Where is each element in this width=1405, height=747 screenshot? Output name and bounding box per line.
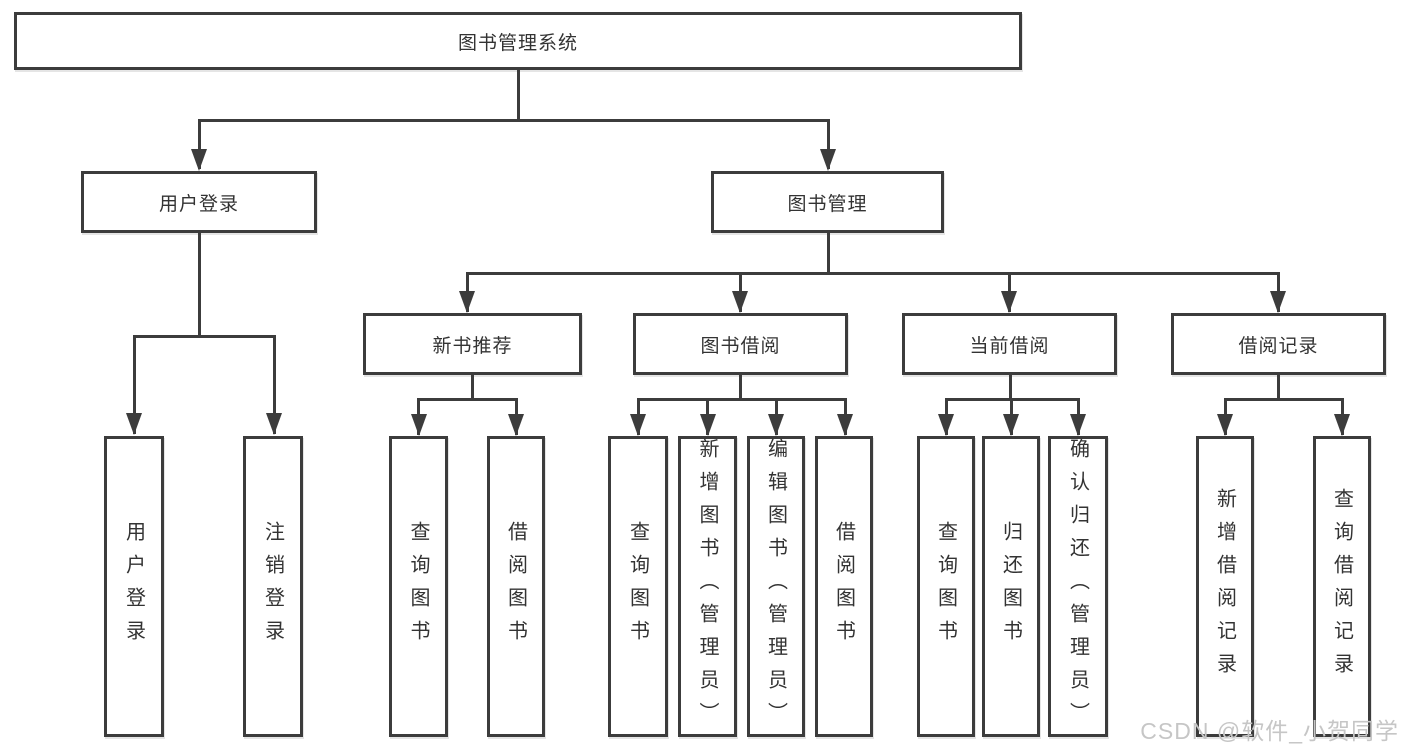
leaf-borrow-books: 借阅图书 [487, 436, 545, 737]
connector-hline [465, 272, 1280, 275]
connector-vline [826, 119, 830, 169]
arrow-down-icon [630, 414, 646, 436]
arrow-down-icon [820, 149, 836, 171]
connector-vline [1008, 375, 1012, 400]
leaf-logout: 注销登录 [243, 436, 303, 737]
arrow-down-icon [1217, 414, 1233, 436]
node-root-library-system: 图书管理系统 [14, 12, 1022, 70]
node-label: 图书管理 [787, 193, 868, 215]
connector-hline [1223, 398, 1344, 401]
arrow-down-icon [410, 414, 427, 436]
arrow-down-icon [1001, 291, 1017, 313]
arrow-down-icon [768, 414, 784, 436]
arrow-down-icon [1070, 414, 1086, 436]
node-label: 图书管理系统 [457, 32, 578, 54]
connector-vline [132, 335, 136, 434]
node-label: 图书借阅 [700, 335, 781, 357]
leaf-borrow-books: 借阅图书 [815, 436, 873, 737]
node-book-management: 图书管理 [711, 171, 944, 233]
leaf-label: 确认归还（管理员） [1066, 438, 1089, 735]
connector-vline [1276, 375, 1280, 400]
leaf-label: 编辑图书（管理员） [764, 438, 787, 735]
node-label: 借阅记录 [1238, 335, 1319, 357]
connector-vline [516, 70, 520, 119]
leaf-add-borrow-record: 新增借阅记录 [1196, 436, 1254, 737]
arrow-down-icon [1334, 414, 1350, 436]
node-current-borrowing: 当前借阅 [902, 313, 1117, 375]
arrow-down-icon [459, 291, 475, 313]
arrow-down-icon [1003, 414, 1019, 436]
connector-vline [272, 335, 276, 434]
leaf-query-books: 查询图书 [389, 436, 448, 737]
arrow-down-icon [508, 414, 524, 436]
leaf-query-books: 查询图书 [917, 436, 975, 737]
arrow-down-icon [1270, 291, 1286, 313]
leaf-label: 查询图书 [626, 520, 649, 653]
node-borrowing-records: 借阅记录 [1171, 313, 1386, 375]
connector-hline [132, 335, 276, 338]
arrow-down-icon [938, 414, 954, 436]
leaf-return-books: 归还图书 [982, 436, 1040, 737]
connector-vline [738, 375, 742, 400]
connector-hline [636, 398, 847, 401]
csdn-watermark: CSDN @软件_小贺同学 [1140, 718, 1399, 744]
arrow-down-icon [126, 413, 142, 435]
node-label: 当前借阅 [969, 335, 1050, 357]
leaf-label: 借阅图书 [832, 520, 855, 653]
leaf-label: 归还图书 [999, 520, 1022, 653]
leaf-label: 查询图书 [407, 520, 429, 653]
leaf-label: 新增借阅记录 [1213, 487, 1236, 686]
leaf-edit-books-admin: 编辑图书（管理员） [747, 436, 805, 737]
connector-hline [197, 119, 830, 122]
node-label: 新书推荐 [432, 335, 513, 357]
node-user-login: 用户登录 [81, 171, 317, 233]
arrow-down-icon [732, 291, 748, 313]
connector-vline [470, 375, 474, 400]
arrow-down-icon [837, 414, 853, 436]
leaf-confirm-return-admin: 确认归还（管理员） [1048, 436, 1108, 737]
leaf-label: 用户登录 [122, 520, 145, 653]
leaf-user-login: 用户登录 [104, 436, 164, 737]
leaf-query-books: 查询图书 [608, 436, 668, 737]
connector-vline [197, 119, 201, 169]
node-new-book-recommendation: 新书推荐 [363, 313, 582, 375]
connector-hline [417, 398, 518, 401]
leaf-label: 借阅图书 [504, 520, 527, 653]
arrow-down-icon [266, 413, 282, 435]
leaf-label: 查询图书 [934, 520, 957, 653]
arrow-down-icon [191, 149, 207, 171]
arrow-down-icon [699, 414, 716, 436]
connector-vline [826, 233, 830, 274]
leaf-label: 新增图书（管理员） [696, 438, 718, 735]
leaf-label: 查询借阅记录 [1330, 487, 1353, 686]
connector-vline [197, 233, 201, 337]
node-label: 用户登录 [158, 193, 239, 215]
leaf-add-books-admin: 新增图书（管理员） [678, 436, 737, 737]
leaf-label: 注销登录 [261, 520, 284, 653]
leaf-query-borrow-record: 查询借阅记录 [1313, 436, 1371, 737]
node-book-borrowing: 图书借阅 [633, 313, 848, 375]
